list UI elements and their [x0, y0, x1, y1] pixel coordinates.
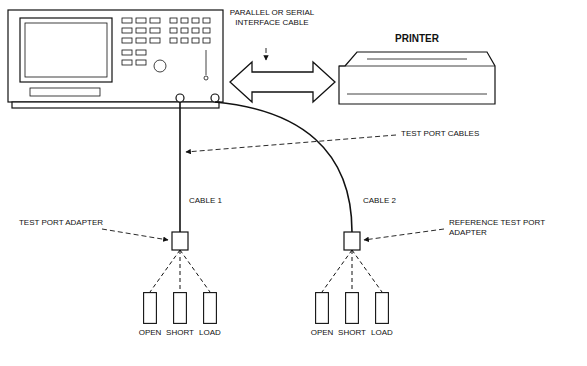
- cable-label: PARALLEL OR SERIAL INTERFACE CABLE: [226, 8, 318, 27]
- standard-outline: [315, 292, 329, 324]
- calibration-standard: LOAD: [375, 292, 389, 324]
- adapter: [172, 232, 360, 250]
- standard-outline: [203, 292, 217, 324]
- device-name: PRINTER: [395, 33, 439, 45]
- dashed-connection: [150, 250, 382, 292]
- standard-name: SHORT: [166, 328, 194, 337]
- standard-body: [316, 293, 329, 324]
- cable-label: TEST PORT CABLES: [400, 129, 512, 139]
- standard-outline: [375, 292, 389, 324]
- calibration-standard: OPEN: [315, 292, 329, 324]
- adapter-label: REFERENCE TEST PORT ADAPTER: [448, 218, 570, 237]
- standard-name: SHORT: [338, 328, 366, 337]
- cable-number: CABLE 1: [188, 196, 250, 206]
- standard-body: [204, 293, 217, 324]
- calibration-standard: OPEN: [143, 292, 157, 324]
- standard-outline: [143, 292, 157, 324]
- cable-number: CABLE 2: [362, 196, 424, 206]
- printer-outline: [337, 48, 497, 110]
- standard-name: OPEN: [311, 328, 334, 337]
- standard-name: LOAD: [371, 328, 393, 337]
- printer-body: [339, 52, 495, 104]
- standard-outline: [173, 292, 187, 324]
- adapter-label: TEST PORT ADAPTER: [6, 218, 104, 228]
- standard-body: [346, 293, 359, 324]
- standard-outline: [345, 292, 359, 324]
- standard-name: LOAD: [199, 328, 221, 337]
- test-port-cable: [180, 102, 352, 232]
- standard-body: [144, 293, 157, 324]
- network-analyzer: [8, 10, 223, 108]
- standard-name: OPEN: [139, 328, 162, 337]
- calibration-standard: SHORT: [173, 292, 187, 324]
- printer-detail: [339, 59, 495, 94]
- printer: PRINTER: [337, 48, 497, 110]
- standard-body: [174, 293, 187, 324]
- standard-body: [376, 293, 389, 324]
- calibration-standard: SHORT: [345, 292, 359, 324]
- calibration-standard: LOAD: [203, 292, 217, 324]
- interface-arrow: [230, 62, 335, 102]
